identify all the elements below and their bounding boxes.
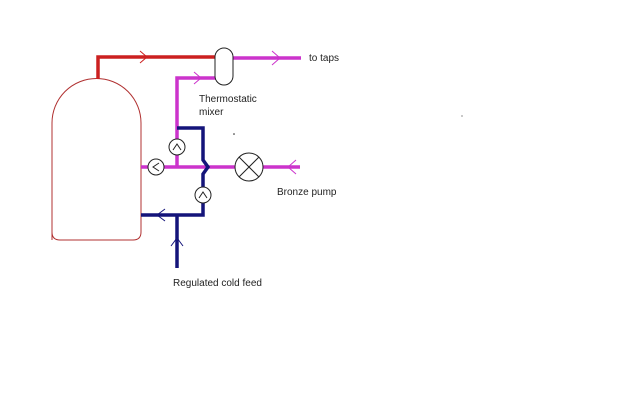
flow-arrow-icon	[271, 50, 281, 66]
flow-arrow-icon	[156, 208, 166, 222]
check-valve-icon	[147, 158, 165, 176]
dot	[233, 133, 235, 135]
flow-arrow-icon	[193, 71, 202, 85]
mixer-return-pipe	[175, 76, 216, 167]
mixer-label-line1: Thermostatic	[199, 94, 257, 105]
mixer-label-line2: mixer	[199, 107, 224, 118]
cold-pipe	[141, 126, 211, 217]
hot-pipe	[96, 55, 216, 79]
flow-arrow-icon	[170, 237, 184, 247]
flow-arrow-icon	[139, 50, 148, 64]
check-valve-icon	[168, 138, 186, 156]
hot-water-cylinder	[51, 78, 142, 241]
pump-icon	[234, 152, 264, 182]
thermostatic-mixer-icon	[214, 47, 234, 86]
dot	[461, 115, 463, 117]
to-taps-label: to taps	[309, 53, 339, 64]
flow-arrow-icon	[287, 159, 297, 175]
cold-feed-label: Regulated cold feed	[173, 278, 262, 289]
pump-label: Bronze pump	[277, 187, 337, 198]
check-valve-icon	[194, 186, 212, 204]
